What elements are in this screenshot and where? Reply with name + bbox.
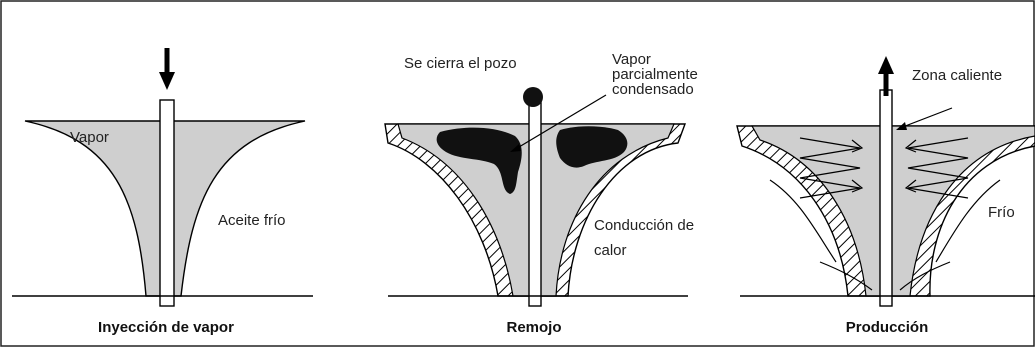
heat-conduction-label-1: Conducción de — [594, 217, 694, 234]
flow-arrows-right — [904, 137, 969, 199]
panel-production: Zona caliente Frío Producción — [736, 56, 1035, 336]
pointer-line — [513, 94, 607, 151]
wellbore — [879, 89, 893, 307]
pointer-arrow-icon — [896, 122, 907, 130]
condensate-blob-right — [556, 126, 628, 168]
drainage-arrows — [769, 179, 1001, 291]
closed-valve-icon — [523, 87, 543, 107]
pointer-arrow-icon — [510, 144, 521, 152]
caption-soak: Remojo — [506, 319, 561, 336]
vapor-label: Vapor — [70, 129, 109, 146]
pointer-line — [899, 107, 953, 129]
cold-label: Frío — [988, 204, 1015, 221]
hot-zone-label: Zona caliente — [912, 67, 1002, 84]
condensed-vapor-label-2: parcialmente — [612, 66, 698, 83]
cold-oil-label: Aceite frío — [218, 212, 286, 229]
caption-production: Producción — [846, 319, 929, 336]
condensed-vapor-label-1: Vapor — [612, 51, 651, 68]
flow-arrows-left — [799, 137, 864, 199]
condensed-vapor-label-3: condensado — [612, 81, 694, 98]
panel-soak: Se cierra el pozo Vapor parcialmente con… — [384, 51, 698, 336]
well-closed-label: Se cierra el pozo — [404, 55, 517, 72]
caption-injection: Inyección de vapor — [98, 319, 234, 336]
panel-injection: Vapor Aceite frío Inyección de vapor — [12, 48, 313, 336]
up-arrow-icon — [878, 56, 894, 96]
condensate-blob-left — [436, 127, 522, 194]
heat-conduction-label-2: calor — [594, 242, 627, 259]
down-arrow-icon — [159, 48, 175, 90]
wellbore — [528, 101, 542, 307]
wellbore — [159, 99, 175, 307]
